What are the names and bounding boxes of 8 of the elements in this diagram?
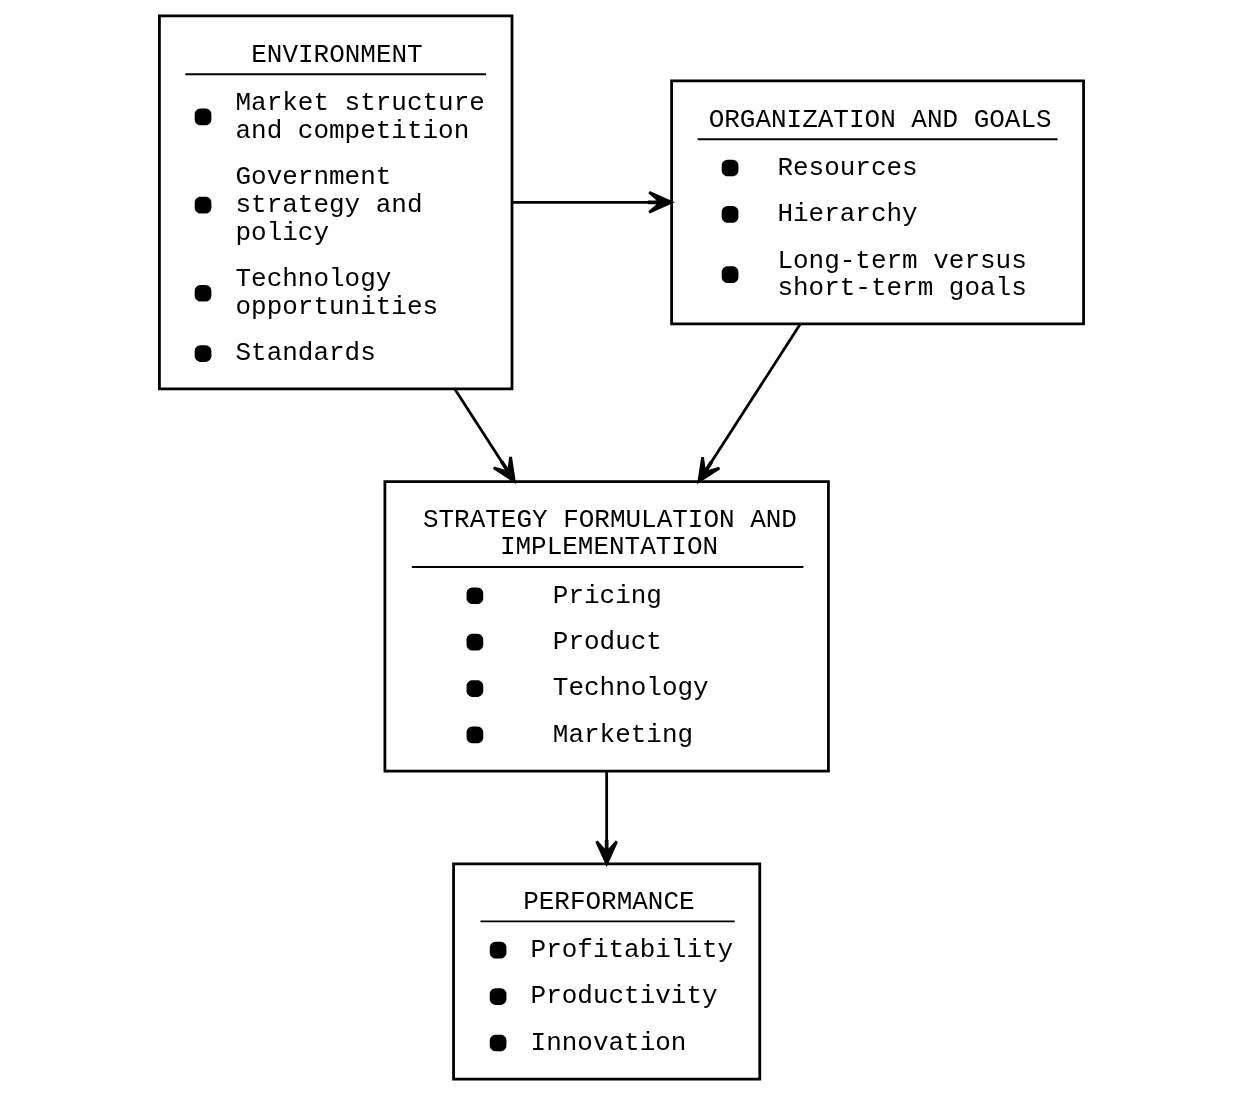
arrow <box>697 323 802 483</box>
arrow <box>453 388 516 483</box>
node-box: STRATEGY FORMULATION AND IMPLEMENTATION Pricing Product Technology Marketing <box>383 480 830 773</box>
arrow <box>512 190 673 214</box>
node-box: PERFORMANCE Profitability Productivity Innovation <box>452 862 762 1081</box>
arrow <box>595 771 619 865</box>
node-box: ENVIRONMENT Market structure and competition Government strategy and policy Technology opportunities Standards <box>158 14 514 391</box>
node-box: ORGANIZATION AND GOALS Resources Hierarchy Long-term versus short-term goals <box>670 79 1085 326</box>
